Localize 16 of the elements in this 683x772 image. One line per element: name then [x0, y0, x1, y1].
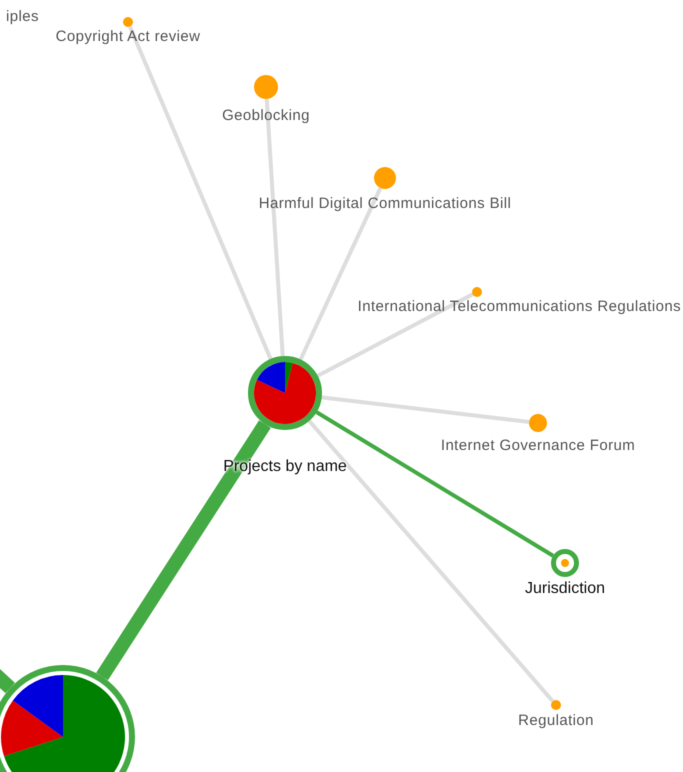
connector-line — [264, 98, 285, 356]
node-label: Harmful Digital Communications Bill — [258, 195, 512, 213]
node-label: Geoblocking — [222, 107, 310, 125]
connector-line — [298, 187, 382, 360]
node-label: International Telecommunications Regulations — [358, 298, 681, 316]
node-label: Copyright Act review — [56, 28, 200, 46]
connector-line — [308, 420, 554, 703]
connector-line — [316, 410, 554, 558]
node-label: Regulation — [518, 712, 594, 730]
connector-line — [128, 26, 272, 360]
connector-line — [322, 395, 530, 424]
node-label: Internet Governance Forum — [440, 437, 636, 455]
cut-off-label: iples — [6, 8, 39, 25]
connector-line — [96, 420, 271, 680]
node-label: Jurisdiction — [524, 580, 606, 598]
connector-line — [316, 292, 474, 378]
